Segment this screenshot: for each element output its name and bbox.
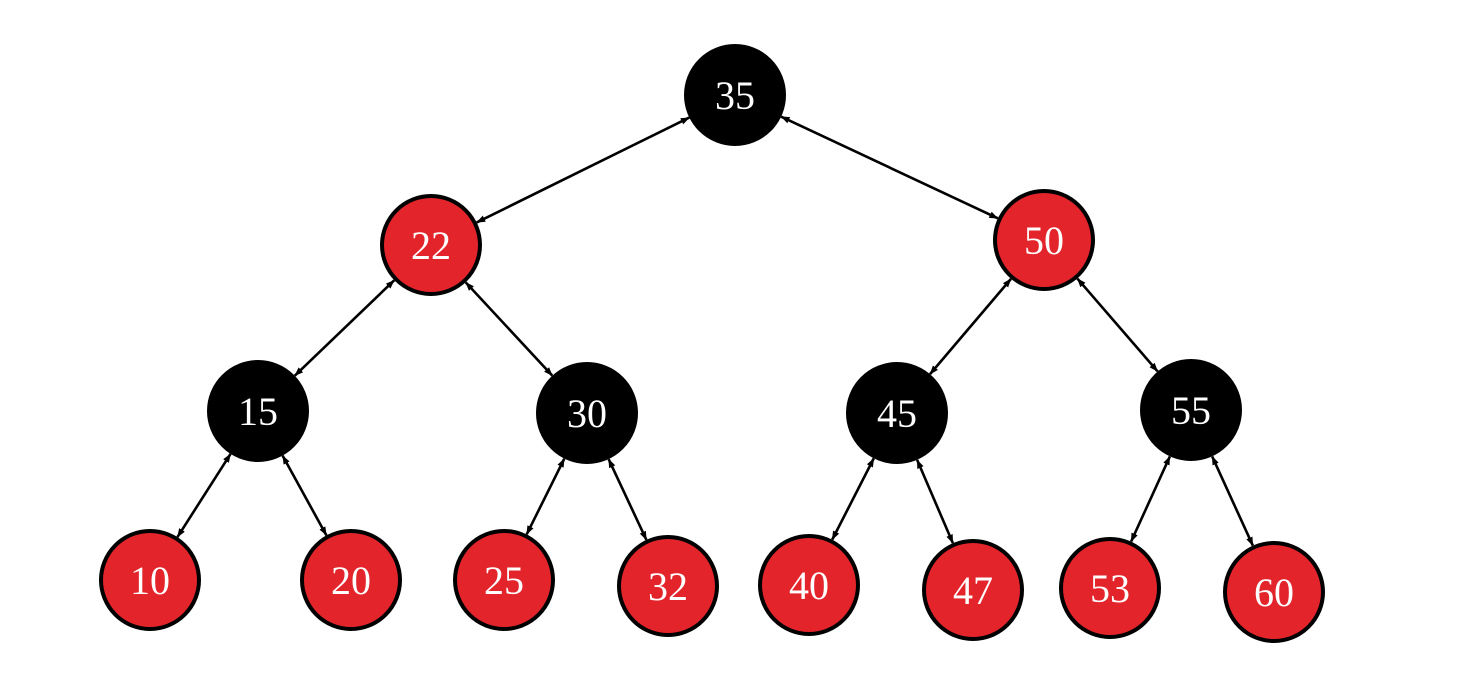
red-node-circle	[300, 529, 402, 631]
tree-node-10: 10	[99, 529, 201, 631]
tree-node-35: 35	[684, 44, 786, 146]
black-node-circle	[846, 362, 948, 464]
red-node-circle	[380, 194, 482, 296]
tree-node-22: 22	[380, 194, 482, 296]
tree-edge-45-40	[831, 457, 875, 541]
red-node-circle	[1059, 537, 1161, 639]
tree-edge-35-22	[476, 116, 690, 224]
red-node-circle	[453, 529, 555, 631]
tree-edge-30-25	[525, 458, 566, 535]
tree-edge-55-60	[1210, 455, 1255, 547]
tree-edge-22-30	[464, 281, 554, 377]
black-node-circle	[207, 360, 309, 462]
tree-edge-15-10	[176, 453, 232, 538]
tree-node-25: 25	[453, 529, 555, 631]
red-node-circle	[922, 539, 1024, 641]
tree-edge-30-32	[607, 458, 648, 541]
tree-edge-50-45	[929, 278, 1012, 375]
node-value-label: 22	[411, 223, 451, 268]
red-node-circle	[993, 189, 1095, 291]
black-node-circle	[684, 44, 786, 146]
black-node-circle	[1140, 359, 1242, 461]
tree-edge-55-53	[1129, 455, 1172, 543]
tree-edge-15-20	[281, 455, 328, 536]
tree-node-30: 30	[536, 362, 638, 464]
tree-node-53: 53	[1059, 537, 1161, 639]
node-value-label: 30	[567, 391, 607, 436]
red-node-circle	[99, 529, 201, 631]
tree-edge-50-55	[1076, 277, 1159, 373]
red-node-circle	[617, 535, 719, 637]
tree-edge-45-47	[915, 459, 955, 544]
black-node-circle	[536, 362, 638, 464]
node-value-label: 25	[484, 558, 524, 603]
node-value-label: 60	[1254, 570, 1294, 615]
tree-node-55: 55	[1140, 359, 1242, 461]
tree-node-50: 50	[993, 189, 1095, 291]
node-value-label: 50	[1024, 218, 1064, 263]
node-value-label: 40	[789, 563, 829, 608]
tree-edges-layer	[176, 115, 1255, 547]
tree-node-45: 45	[846, 362, 948, 464]
tree-node-40: 40	[758, 534, 860, 636]
tree-node-47: 47	[922, 539, 1024, 641]
red-node-circle	[758, 534, 860, 636]
node-value-label: 47	[953, 568, 993, 613]
tree-node-60: 60	[1223, 541, 1325, 643]
node-value-label: 55	[1171, 388, 1211, 433]
node-value-label: 45	[877, 391, 917, 436]
node-value-label: 35	[715, 73, 755, 118]
tree-nodes-layer: 35 22 50 15 30 45 55 10 20 25 32 40 47 53 60	[99, 44, 1325, 643]
node-value-label: 32	[648, 564, 688, 609]
node-value-label: 10	[130, 558, 170, 603]
red-node-circle	[1223, 541, 1325, 643]
tree-node-32: 32	[617, 535, 719, 637]
node-value-label: 53	[1090, 566, 1130, 611]
tree-edge-35-50	[780, 115, 999, 220]
node-value-label: 20	[331, 558, 371, 603]
node-value-label: 15	[238, 389, 278, 434]
tree-node-15: 15	[207, 360, 309, 462]
tree-node-20: 20	[300, 529, 402, 631]
tree-edge-22-15	[293, 279, 396, 377]
